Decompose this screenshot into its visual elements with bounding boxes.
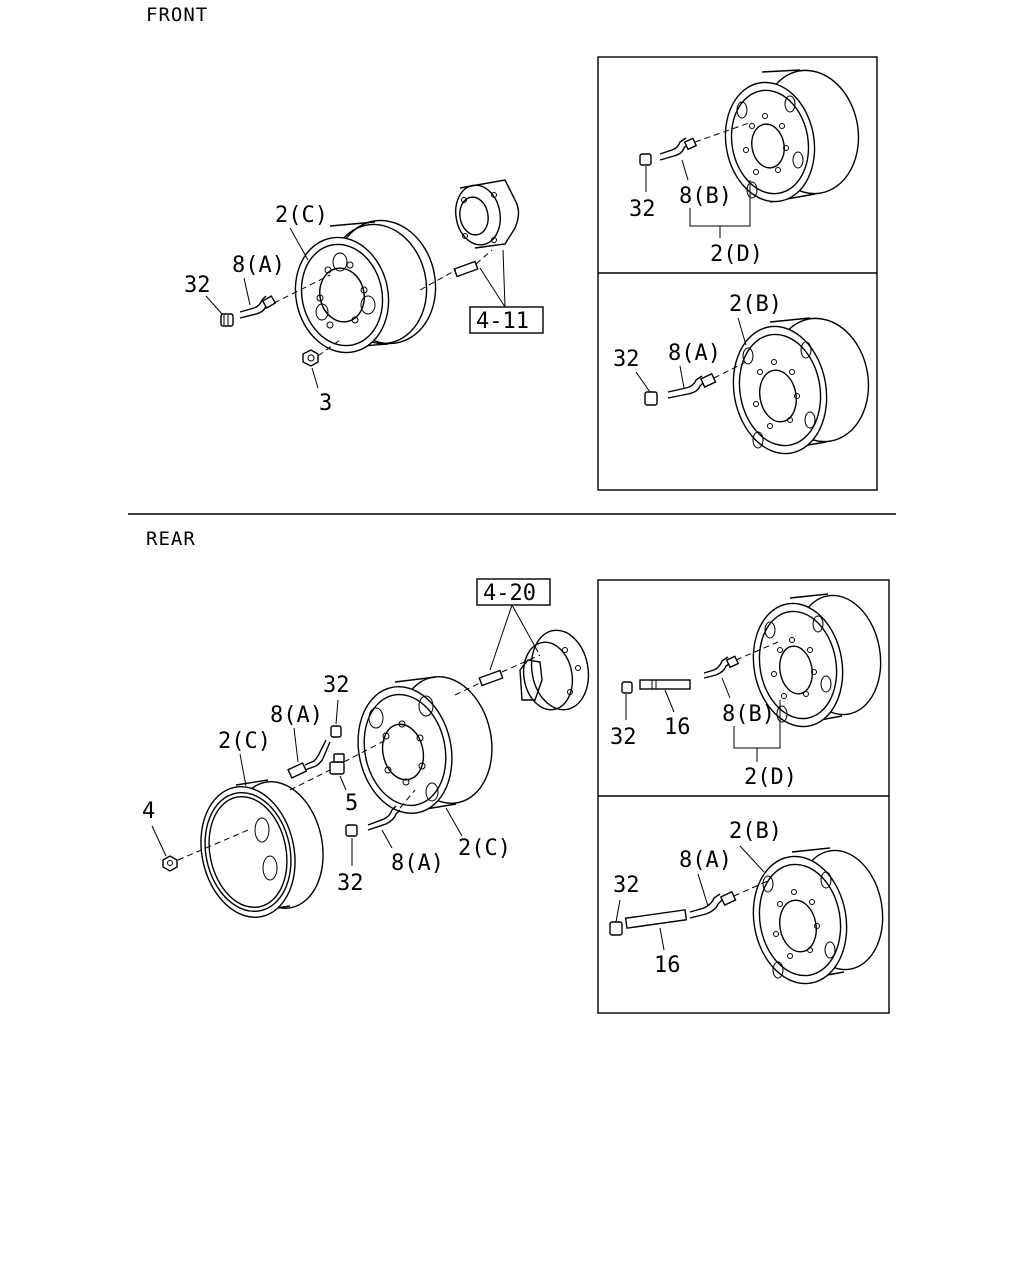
- label-fb1-cap: 32: [629, 197, 656, 222]
- front-detail-cap-2: [644, 391, 658, 406]
- label-front-cap: 32: [184, 273, 211, 298]
- label-fb2-cap: 32: [613, 347, 640, 372]
- label-rear-cap-top: 32: [323, 673, 350, 698]
- rear-hub-stud: [478, 669, 504, 687]
- label-rb1-wheel: 2(D): [744, 765, 797, 790]
- ref-box-rear: [476, 578, 551, 606]
- label-fb2-wheel: 2(B): [729, 292, 782, 317]
- rear-inner-wheel: [357, 675, 493, 815]
- label-rear-valve-top: 8(A): [270, 703, 323, 728]
- label-front-valve: 8(A): [232, 253, 285, 278]
- rear-detail-extension-2: [624, 909, 688, 929]
- label-rb2-wheel: 2(B): [729, 819, 782, 844]
- label-fb1-wheel: 2(D): [710, 242, 763, 267]
- label-front-nut: 3: [319, 391, 332, 416]
- label-rear-cap-bottom: 32: [337, 871, 364, 896]
- label-rear-valve-bottom: 8(A): [391, 851, 444, 876]
- rear-wheel-nut: [162, 855, 178, 872]
- label-fb1-valve: 8(B): [679, 184, 732, 209]
- rear-outer-wheel: [200, 779, 324, 918]
- front-hub-stud: [453, 260, 479, 278]
- rear-part-5: [329, 753, 345, 775]
- rear-hub: [519, 629, 590, 711]
- front-detail-valve-b: [659, 137, 698, 161]
- label-rear-part5: 5: [345, 791, 358, 816]
- label-rb1-ext: 16: [664, 715, 691, 740]
- label-rb1-valve: 8(B): [722, 702, 775, 727]
- front-hub: [455, 179, 520, 249]
- front-valve-cap: [220, 313, 234, 327]
- rear-detail-valve-a: [689, 890, 737, 919]
- label-rb2-valve: 8(A): [679, 848, 732, 873]
- label-rear-nut: 4: [142, 799, 155, 824]
- rear-cap-top: [330, 725, 342, 738]
- front-hub-nut: [302, 349, 319, 367]
- rear-section-title: REAR: [146, 528, 196, 550]
- ref-box-front: [469, 306, 544, 334]
- label-rb2-cap: 32: [613, 873, 640, 898]
- label-rear-wheel-outer: 2(C): [218, 729, 271, 754]
- rear-detail-cap-1: [621, 681, 633, 694]
- rear-valve-bottom: [367, 805, 401, 831]
- label-rear-ref: 4-20: [483, 581, 536, 606]
- label-front-ref: 4-11: [476, 309, 529, 334]
- rear-valve-top: [287, 739, 331, 779]
- rear-cap-bottom: [345, 824, 358, 837]
- front-detail-wheel-b: [732, 317, 870, 455]
- label-rb2-ext: 16: [654, 953, 681, 978]
- front-valve: [239, 295, 277, 319]
- rear-detail-cap-2: [609, 921, 623, 936]
- front-detail-valve-a: [667, 372, 717, 399]
- label-fb2-valve: 8(A): [668, 341, 721, 366]
- front-detail-wheel-d: [724, 69, 860, 203]
- rear-detail-wheel-b: [752, 847, 884, 985]
- rear-detail-wheel-d: [752, 593, 882, 728]
- front-wheel: [294, 219, 437, 354]
- rear-detail-valve-b: [703, 655, 740, 679]
- label-front-wheel: 2(C): [275, 203, 328, 228]
- label-rb1-cap: 32: [610, 725, 637, 750]
- front-detail-cap-1: [639, 153, 652, 166]
- rear-detail-extension-1: [639, 679, 691, 690]
- front-section-title: FRONT: [146, 4, 208, 26]
- label-rear-wheel-inner: 2(C): [458, 836, 511, 861]
